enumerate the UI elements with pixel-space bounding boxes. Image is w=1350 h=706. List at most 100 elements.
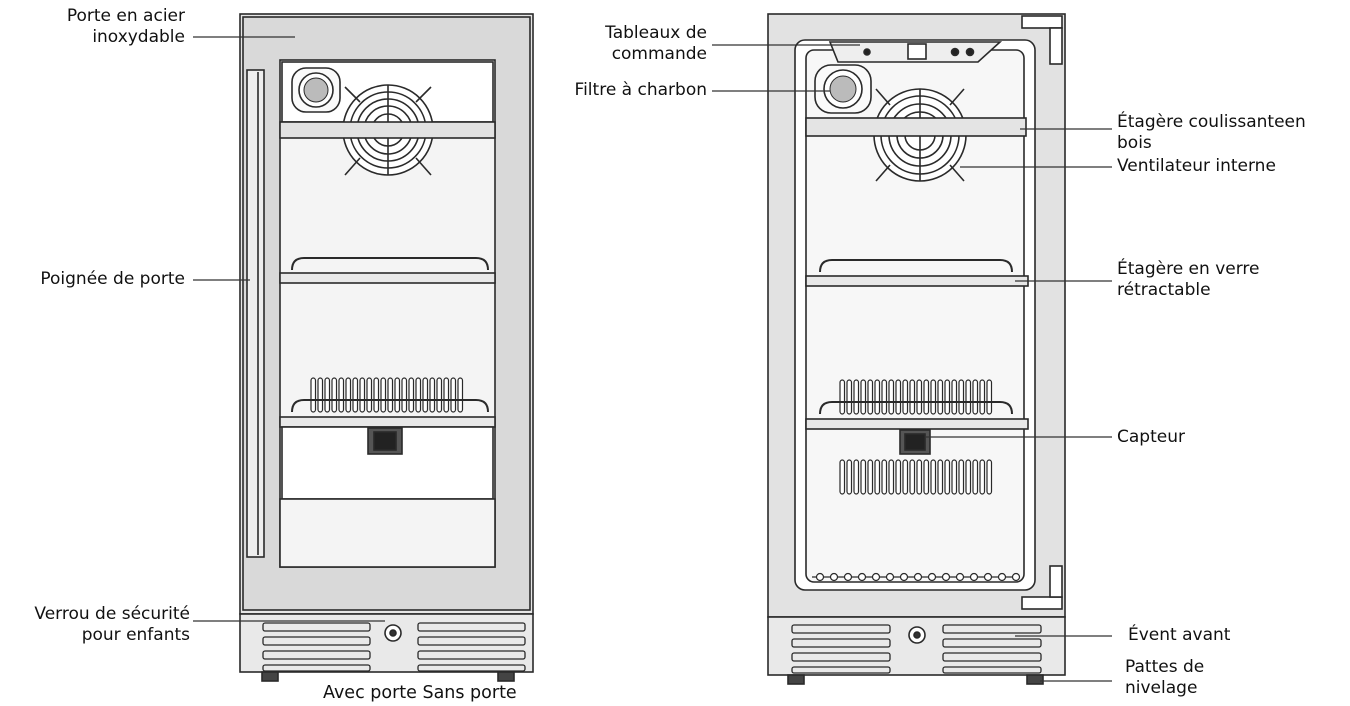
vent-slot bbox=[401, 377, 408, 413]
label-leveling-legs-line1: Pattes de bbox=[1125, 657, 1205, 677]
vent-slot bbox=[338, 377, 345, 413]
label-stainless-door-line2: inoxydable bbox=[92, 27, 185, 47]
roller bbox=[997, 572, 1007, 582]
right-leveling-foot bbox=[787, 674, 805, 685]
vent-slot bbox=[965, 379, 972, 415]
right-bottom-rail bbox=[812, 572, 1021, 582]
vent-slot bbox=[443, 377, 450, 413]
left-wood-shelf bbox=[279, 121, 496, 139]
vent-slot bbox=[979, 459, 986, 495]
label-glass-shelf-line2: rétractable bbox=[1117, 280, 1211, 300]
vent-slot bbox=[930, 459, 937, 495]
vent-slot bbox=[380, 377, 387, 413]
roller bbox=[871, 572, 881, 582]
vent-slot bbox=[317, 377, 324, 413]
vent-slot bbox=[839, 459, 846, 495]
label-glass-shelf: Étagère en verre rétractable bbox=[1117, 259, 1259, 301]
vent-slot bbox=[972, 379, 979, 415]
vent-slot bbox=[415, 377, 422, 413]
vent-slot bbox=[909, 459, 916, 495]
roller bbox=[899, 572, 909, 582]
vent-slot bbox=[895, 379, 902, 415]
vent-slot bbox=[310, 377, 317, 413]
label-control-panel: Tableaux de commande bbox=[605, 23, 707, 65]
right-kickplate bbox=[767, 616, 1066, 676]
roller bbox=[927, 572, 937, 582]
roller bbox=[885, 572, 895, 582]
vent-slot bbox=[422, 377, 429, 413]
vent-slot bbox=[944, 379, 951, 415]
label-front-vent: Évent avant bbox=[1128, 625, 1231, 645]
label-wood-shelf-line1: Étagère coulissanteen bbox=[1117, 112, 1306, 132]
vent-slot bbox=[937, 459, 944, 495]
left-kickplate bbox=[239, 613, 534, 673]
vent-slot bbox=[902, 379, 909, 415]
vent-slot bbox=[951, 459, 958, 495]
label-door-handle: Poignée de porte bbox=[40, 269, 185, 289]
roller bbox=[913, 572, 923, 582]
left-fridge-with-door bbox=[239, 13, 534, 682]
vent-slot bbox=[881, 459, 888, 495]
vent-slot bbox=[366, 377, 373, 413]
label-leveling-legs: Pattes de nivelage bbox=[1125, 657, 1204, 699]
leader-lines bbox=[193, 36, 1112, 682]
roller bbox=[955, 572, 965, 582]
label-wood-shelf-line2: bois bbox=[1117, 133, 1152, 153]
roller bbox=[815, 572, 825, 582]
label-child-lock-line1: Verrou de sécurité bbox=[34, 604, 190, 624]
vent-slot bbox=[408, 377, 415, 413]
left-glass-shelf bbox=[279, 272, 496, 284]
label-stainless-door-line1: Porte en acier bbox=[66, 6, 185, 26]
roller bbox=[843, 572, 853, 582]
left-leveling-foot bbox=[261, 671, 279, 682]
label-sensor: Capteur bbox=[1117, 427, 1185, 447]
left-door-handle bbox=[246, 69, 265, 558]
vent-slot bbox=[944, 459, 951, 495]
label-glass-shelf-line1: Étagère en verre bbox=[1117, 259, 1260, 279]
right-wood-shelf bbox=[805, 117, 1027, 137]
vent-slot bbox=[902, 459, 909, 495]
vent-slot bbox=[916, 379, 923, 415]
vent-slot bbox=[888, 459, 895, 495]
label-leveling-legs-line2: nivelage bbox=[1125, 678, 1198, 698]
vent-slot bbox=[839, 379, 846, 415]
label-control-panel-line1: Tableaux de bbox=[605, 23, 707, 43]
vent-slot bbox=[860, 459, 867, 495]
vent-slot bbox=[874, 459, 881, 495]
vent-slot bbox=[986, 459, 993, 495]
roller bbox=[857, 572, 867, 582]
vent-slot bbox=[916, 459, 923, 495]
label-internal-fan: Ventilateur interne bbox=[1117, 156, 1276, 176]
label-charcoal-filter: Filtre à charbon bbox=[574, 80, 707, 100]
vent-slot bbox=[972, 459, 979, 495]
vent-slot bbox=[436, 377, 443, 413]
label-stainless-door: Porte en acier inoxydable bbox=[67, 6, 185, 48]
vent-slot bbox=[846, 379, 853, 415]
vent-slot bbox=[909, 379, 916, 415]
vent-slot bbox=[979, 379, 986, 415]
left-front-vent bbox=[262, 622, 526, 672]
vent-slot bbox=[394, 377, 401, 413]
vent-slot bbox=[324, 377, 331, 413]
right-rear-vent bbox=[839, 379, 993, 495]
vent-slot bbox=[930, 379, 937, 415]
vent-slot bbox=[986, 379, 993, 415]
label-control-panel-line2: commande bbox=[611, 44, 707, 64]
vent-slot bbox=[373, 377, 380, 413]
vent-slot bbox=[923, 379, 930, 415]
vent-slot bbox=[860, 379, 867, 415]
vent-slot bbox=[951, 379, 958, 415]
roller bbox=[829, 572, 839, 582]
vent-slot bbox=[867, 379, 874, 415]
right-front-vent bbox=[791, 624, 1042, 674]
vent-slot bbox=[846, 459, 853, 495]
roller bbox=[1011, 572, 1021, 582]
vent-slot bbox=[429, 377, 436, 413]
vent-slot bbox=[457, 377, 464, 413]
vent-slot bbox=[853, 459, 860, 495]
vent-slot bbox=[958, 379, 965, 415]
vent-slot bbox=[387, 377, 394, 413]
vent-slot bbox=[874, 379, 881, 415]
vent-slot bbox=[867, 459, 874, 495]
